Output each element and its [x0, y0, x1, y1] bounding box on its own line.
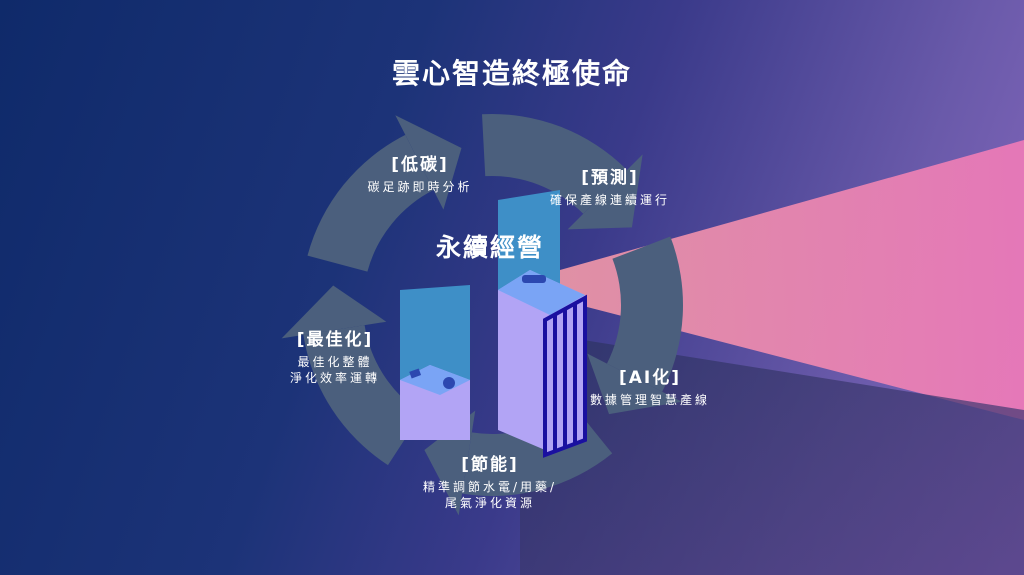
slide-title: 雲心智造終極使命 — [391, 57, 632, 90]
stage-ai: [AI化] 數據管理智慧產線 — [570, 363, 730, 408]
stage-text: 尾氣淨化資源 — [444, 496, 535, 510]
stage-heading: [低碳] — [391, 155, 449, 175]
stage-text: 數據管理智慧產線 — [589, 393, 710, 407]
stage-text: 精準調節水電/用藥/ — [422, 480, 558, 494]
stage-text: 淨化效率運轉 — [289, 371, 380, 385]
stage-optimization: [最佳化] 最佳化整體 淨化效率運轉 — [260, 325, 410, 386]
cycle-arrow-head — [281, 285, 387, 339]
stage-energy-saving: [節能] 精準調節水電/用藥/ 尾氣淨化資源 — [400, 450, 580, 511]
stage-heading: [節能] — [461, 455, 519, 475]
cycle-arrow-head — [567, 154, 643, 230]
center-label: 永續經營 — [435, 233, 544, 262]
cycle-arrow-body — [307, 134, 434, 272]
building-shadow-tall — [498, 190, 560, 290]
stage-text: 最佳化整體 — [297, 355, 373, 369]
cycle-arrow-head — [587, 353, 682, 415]
cycle-arrow-body — [606, 236, 683, 392]
stage-heading: [最佳化] — [296, 330, 374, 350]
stage-prediction: [預測] 確保產線連續運行 — [530, 163, 690, 208]
stage-text: 碳足跡即時分析 — [367, 180, 473, 194]
stage-heading: [預測] — [581, 168, 639, 188]
cycle-arrow-head — [395, 115, 462, 210]
cycle-arrow-body — [303, 325, 422, 466]
cycle-arrow-body — [482, 113, 628, 214]
stage-text: 確保產線連續運行 — [549, 193, 670, 207]
stage-low-carbon: [低碳] 碳足跡即時分析 — [340, 150, 500, 195]
stage-heading: [AI化] — [618, 368, 682, 388]
